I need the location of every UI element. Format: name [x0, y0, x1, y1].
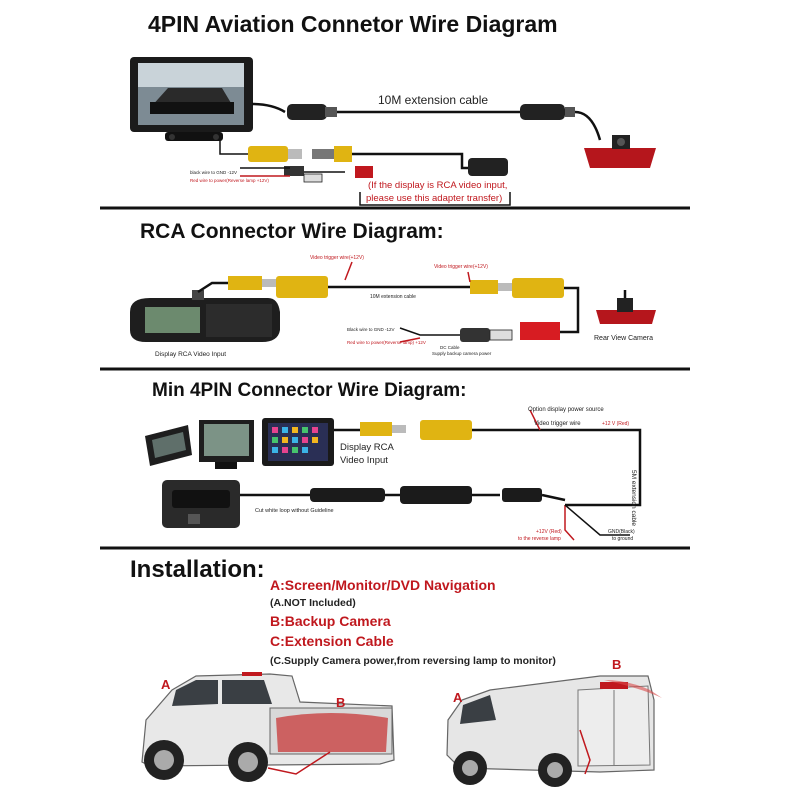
- item-c: C:Extension Cable: [270, 633, 394, 649]
- section2-title: RCA Connector Wire Diagram:: [140, 220, 444, 243]
- dc-cable-label: DC Cable: [440, 345, 460, 350]
- plus12-red-label: +12V (Red): [536, 529, 562, 535]
- black-wire-label: Black wire to GND -12V: [347, 327, 395, 332]
- pickup-truck-icon: [141, 672, 395, 782]
- rca-yellow-plug: [470, 280, 498, 294]
- item-a-sub: (A.NOT Included): [270, 597, 356, 609]
- adapter-note-2: please use this adapter transfer): [366, 193, 502, 204]
- rca-yellow-plug: [420, 420, 472, 440]
- van-label-a: A: [453, 690, 463, 705]
- rca-yellow-plug: [360, 422, 392, 436]
- monitor-icon: [130, 57, 253, 141]
- handle-camera-icon: [162, 480, 240, 528]
- gnd-label: GND(Black): [608, 529, 635, 535]
- tablet-monitor-icon: [262, 418, 334, 466]
- section1-title: 4PIN Aviation Connetor Wire Diagram: [148, 11, 558, 37]
- rca-yellow-plug: [512, 278, 564, 298]
- red-wire-label: Red wire to power(Reverse lamp +12V): [190, 178, 269, 183]
- aviation-connector: [310, 488, 385, 502]
- ground-label: to ground: [612, 536, 633, 542]
- item-a: A:Screen/Monitor/DVD Navigation: [270, 577, 496, 593]
- rca-red-plug: [520, 322, 560, 340]
- camera-icon: [584, 135, 656, 168]
- rca-yellow-plug: [248, 146, 288, 162]
- section-installation: Installation: A:Screen/Monitor/DVD Navig…: [130, 556, 662, 787]
- adapter-note-1: (If the display is RCA video input,: [368, 180, 507, 191]
- truck-label-a: A: [161, 677, 171, 692]
- guideline-label: Cut white loop without Guideline: [255, 508, 334, 514]
- monitor-icon: [145, 425, 192, 466]
- van-label-b: B: [612, 657, 621, 672]
- plus12-label: +12 V (Red): [602, 421, 629, 427]
- rca-yellow-plug: [228, 276, 262, 290]
- aviation-connector: [287, 104, 327, 120]
- extension-label: 10M extension cable: [370, 294, 416, 300]
- trigger-label: Video trigger wire: [534, 421, 581, 427]
- extension-cable-label: 10M extension cable: [378, 93, 488, 107]
- section-rca: RCA Connector Wire Diagram: Display RCA …: [130, 220, 656, 358]
- truck-label-b: B: [336, 695, 345, 710]
- rca-yellow-plug: [276, 276, 328, 298]
- monitor-icon: [199, 420, 254, 469]
- aviation-connector: [520, 104, 565, 120]
- option-power-label: Option display power source: [528, 407, 604, 413]
- dc-cable-sub-label: Supply backup camera power: [432, 351, 492, 356]
- extension-label: 5M extension cable: [630, 470, 637, 526]
- black-wire-label: black wire to GND -12V: [190, 170, 237, 175]
- reverse-lamp-label: to the reverse lamp: [518, 536, 561, 542]
- van-icon: [446, 675, 662, 787]
- item-c-sub: (C.Supply Camera power,from reversing la…: [270, 655, 556, 667]
- installation-title: Installation:: [130, 556, 265, 583]
- rca-yellow-plug: [334, 146, 352, 162]
- section-4pin-aviation: 4PIN Aviation Connetor Wire Diagram 10M …: [130, 11, 656, 206]
- display-rca-label: Display RCA Video Input: [155, 351, 226, 358]
- aviation-connector: [400, 486, 472, 504]
- trigger-right-label: Video trigger wire(+12V): [434, 264, 488, 270]
- mirror-monitor-icon: [130, 290, 280, 342]
- item-b: B:Backup Camera: [270, 613, 391, 629]
- section3-title: Min 4PIN Connector Wire Diagram:: [152, 380, 466, 401]
- aviation-connector: [468, 158, 508, 176]
- display-rca-label-2: Video Input: [340, 455, 388, 466]
- camera-icon: [596, 290, 656, 324]
- display-rca-label-1: Display RCA: [340, 442, 395, 453]
- red-wire-label: Red wire to power(Reverse lamp) +12V: [347, 340, 426, 345]
- section-min-4pin: Min 4PIN Connector Wire Diagram: D: [145, 380, 642, 542]
- trigger-left-label: Video trigger wire(+12V): [310, 255, 364, 261]
- rear-camera-label: Rear View Camera: [594, 335, 653, 342]
